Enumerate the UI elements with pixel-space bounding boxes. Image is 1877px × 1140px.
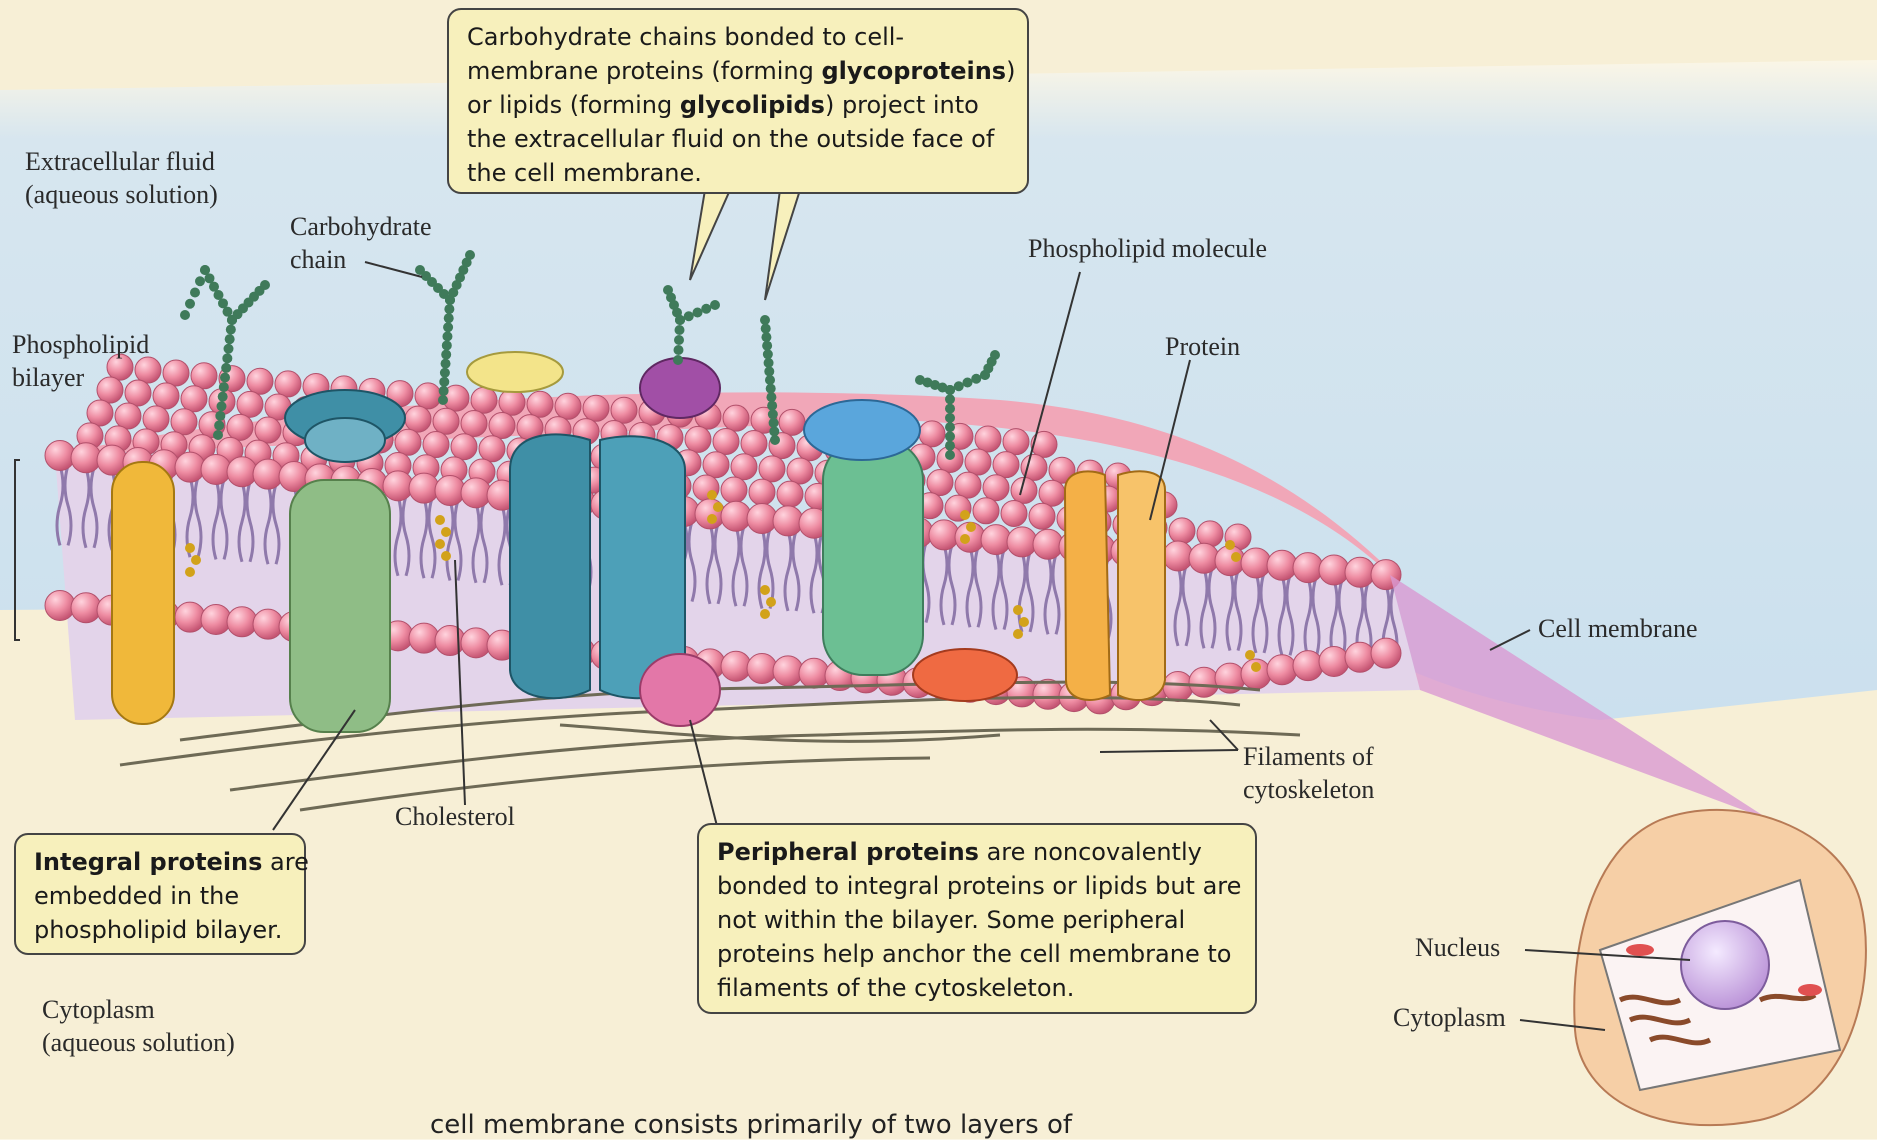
glyco-callout: Carbohydrate chains bonded to cell- memb… — [447, 8, 1029, 194]
label-phospholipid-bilayer: Phospholipid bilayer — [12, 328, 149, 394]
label-filaments: Filaments of cytoskeleton — [1243, 740, 1374, 806]
label-phospholipid-molecule: Phospholipid molecule — [1028, 232, 1267, 265]
label-nucleus: Nucleus — [1415, 931, 1500, 964]
nucleus-shape — [1681, 921, 1769, 1009]
integral-callout: Integral proteins are embedded in the ph… — [14, 833, 306, 955]
label-carbohydrate-chain: Carbohydrate chain — [290, 210, 432, 276]
label-cytoplasm-right: Cytoplasm — [1393, 1001, 1506, 1034]
figure-caption-fragment: cell membrane consists primarily of two … — [430, 1110, 1072, 1140]
mitochondrion — [1798, 984, 1822, 996]
integral-protein-yellow — [112, 462, 174, 724]
label-extracellular-fluid: Extracellular fluid (aqueous solution) — [25, 145, 218, 211]
label-protein: Protein — [1165, 330, 1240, 363]
integral-protein-green-left — [290, 480, 390, 732]
label-cell-membrane: Cell membrane — [1538, 612, 1698, 645]
label-cholesterol: Cholesterol — [395, 800, 515, 833]
mitochondrion — [1626, 944, 1654, 956]
peripheral-callout: Peripheral proteins are noncovalently bo… — [697, 823, 1257, 1014]
label-cytoplasm-left: Cytoplasm (aqueous solution) — [42, 993, 235, 1059]
